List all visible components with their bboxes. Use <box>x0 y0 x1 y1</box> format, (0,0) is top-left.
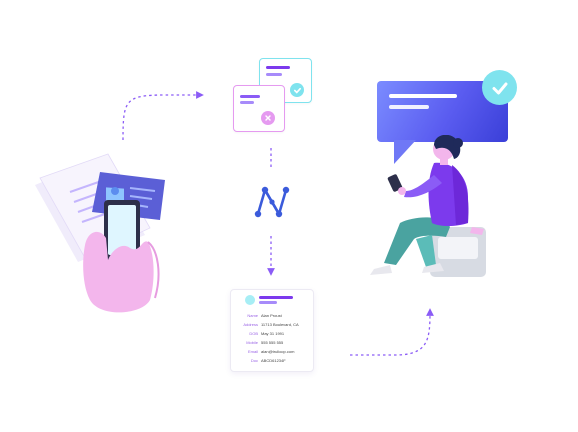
field-value: Alan Proust <box>261 313 282 318</box>
field-value: ABCD61234F <box>261 358 286 363</box>
field-label: Address <box>243 322 258 327</box>
hands <box>83 231 154 313</box>
avatar <box>245 295 255 305</box>
checkmark-icon <box>482 70 517 105</box>
smartphone <box>104 200 140 262</box>
person-with-phone-illustration <box>370 135 486 277</box>
field-label: Doc <box>250 358 258 363</box>
verified-profile-card: Name Alan Proust Address 11713 Boulevard… <box>230 289 314 372</box>
documents-phone-illustration <box>35 153 165 313</box>
checkmark-icon <box>290 83 304 97</box>
field-label: Mobile <box>246 340 258 345</box>
profile-row-email: Email alan@trulioop.com <box>231 347 313 356</box>
profile-row-mobile: Mobile 555 555 555 <box>231 338 313 347</box>
field-value: alan@trulioop.com <box>261 349 295 354</box>
close-icon <box>261 111 275 125</box>
profile-row-doc: Doc ABCD61234F <box>231 356 313 365</box>
field-label: DOB <box>249 331 258 336</box>
arrow-to-cards <box>122 91 204 141</box>
profile-row-name: Name Alan Proust <box>231 311 313 320</box>
field-value: 11713 Boulevard, CA <box>261 322 299 327</box>
field-label: Name <box>247 313 258 318</box>
field-label: Email <box>247 349 258 354</box>
network-logo-icon <box>254 186 290 218</box>
field-value: May 31 1991 <box>261 331 285 336</box>
arrow-to-person <box>350 308 434 356</box>
stool <box>430 227 486 277</box>
field-value: 555 555 555 <box>261 340 284 345</box>
profile-row-dob: DOB May 31 1991 <box>231 329 313 338</box>
rejected-document-card <box>233 85 285 132</box>
profile-row-address: Address 11713 Boulevard, CA <box>231 320 313 329</box>
speech-bubble-tail <box>394 140 416 164</box>
